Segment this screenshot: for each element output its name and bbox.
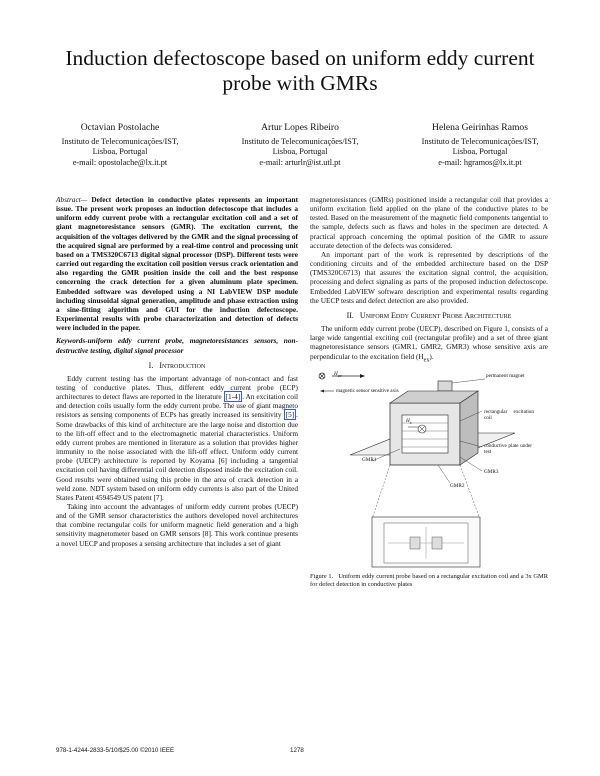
author-name: Artur Lopes Ribeiro: [261, 122, 339, 133]
right-paragraph-1: magnetoresistances (GMRs) positioned ins…: [310, 195, 548, 250]
author-city: Lisboa, Portugal: [452, 147, 508, 157]
abstract-text: Defect detection in conductive plates re…: [56, 195, 298, 333]
plate-label: conductive plate under test: [484, 443, 532, 456]
intro-text: Eddy current testing has the important a…: [56, 373, 298, 402]
figure-1: Hex magnetic sensor sensitive axis perma…: [310, 369, 548, 597]
abstract: Abstract— Defect detection in conductive…: [56, 195, 298, 332]
author-email: e-mail: arturlr@ist.utl.pt: [259, 157, 341, 167]
author-affiliation: Instituto de Telecomunicações/IST,: [421, 136, 539, 146]
permanent-magnet: [437, 380, 453, 392]
copyright-footer: 978-1-4244-2833-5/10/$25.00 ©2010 IEEE: [56, 747, 175, 754]
author-affiliation: Instituto de Telecomunicações/IST,: [241, 136, 359, 146]
caption-text: Uniform eddy current probe based on a re…: [310, 573, 548, 588]
field-symbol-icon: [318, 372, 326, 380]
hex-label: Hex: [334, 371, 342, 379]
label-text: H: [406, 418, 410, 425]
subscript: ex: [423, 356, 430, 363]
section-title: Uniform Eddy Current Probe Architecture: [359, 310, 512, 320]
section-number: II.: [346, 310, 354, 320]
right-column: magnetoresistances (GMRs) positioned ins…: [310, 195, 548, 597]
permanent-magnet-label: permanent magnet: [486, 373, 525, 380]
probe-diagram: [318, 372, 516, 568]
gmr3-label: GMR3: [484, 469, 499, 476]
author-email: e-mail: hgramos@lx.it.pt: [438, 157, 522, 167]
keywords: Keywords-uniform eddy current probe, mag…: [56, 336, 298, 355]
intro-text: . An excitation coil and detection coils…: [56, 392, 298, 420]
coil-label: rectangular excitation coil: [484, 409, 534, 422]
author-2: Artur Lopes Ribeiro Instituto de Telecom…: [210, 122, 390, 168]
gmr2-label: GMR2: [450, 483, 465, 490]
right-paragraph-3: The uniform eddy current probe (UECP), d…: [310, 324, 548, 365]
label-text: H: [334, 371, 338, 378]
page-number: 1278: [290, 747, 304, 754]
paper-title: Induction defectoscope based on uniform …: [65, 46, 535, 95]
caption-number: Figure 1.: [310, 573, 334, 581]
gmr1-label: GMR1: [362, 457, 377, 464]
label-sub: ex: [337, 373, 342, 379]
author-block: Octavian Postolache Instituto de Telecom…: [30, 122, 570, 168]
sensitive-axis-label: magnetic sensor sensitive axis: [336, 388, 399, 395]
left-column: Abstract— Defect detection in conductive…: [56, 195, 298, 548]
author-email: e-mail: opostolache@lx.it.pt: [72, 157, 168, 167]
figure-caption: Figure 1. Uniform eddy current probe bas…: [310, 573, 548, 589]
citation-link[interactable]: [1-4]: [223, 391, 243, 403]
section-heading-2: II. Uniform Eddy Current Probe Architect…: [310, 311, 548, 320]
intro-paragraph-1: Eddy current testing has the important a…: [56, 374, 298, 502]
abstract-lead: Abstract—: [56, 195, 88, 204]
author-name: Octavian Postolache: [80, 122, 160, 133]
author-1: Octavian Postolache Instituto de Telecom…: [30, 122, 210, 168]
author-affiliation: Instituto de Telecomunicações/IST,: [61, 136, 179, 146]
hx-label: Hx: [406, 418, 412, 426]
section-title: Introduction: [159, 360, 206, 370]
section-heading-1: I. Introduction: [56, 361, 298, 370]
label-sub: x: [409, 420, 412, 426]
citation-link[interactable]: [5]: [283, 409, 297, 421]
right-paragraph-2: An important part of the work is represe…: [310, 249, 548, 305]
section-number: I.: [148, 360, 154, 370]
intro-text: . Some drawbacks of this kind of archite…: [56, 410, 298, 502]
author-city: Lisboa, Portugal: [92, 147, 148, 157]
intro-paragraph-2: Taking into account the advantages of un…: [56, 502, 298, 548]
body-text: ).: [429, 351, 434, 361]
author-3: Helena Geirinhas Ramos Instituto de Tele…: [390, 122, 570, 168]
author-name: Helena Geirinhas Ramos: [432, 122, 528, 133]
body-text: The uniform eddy current probe (UECP), d…: [310, 324, 548, 361]
author-city: Lisboa, Portugal: [272, 147, 328, 157]
